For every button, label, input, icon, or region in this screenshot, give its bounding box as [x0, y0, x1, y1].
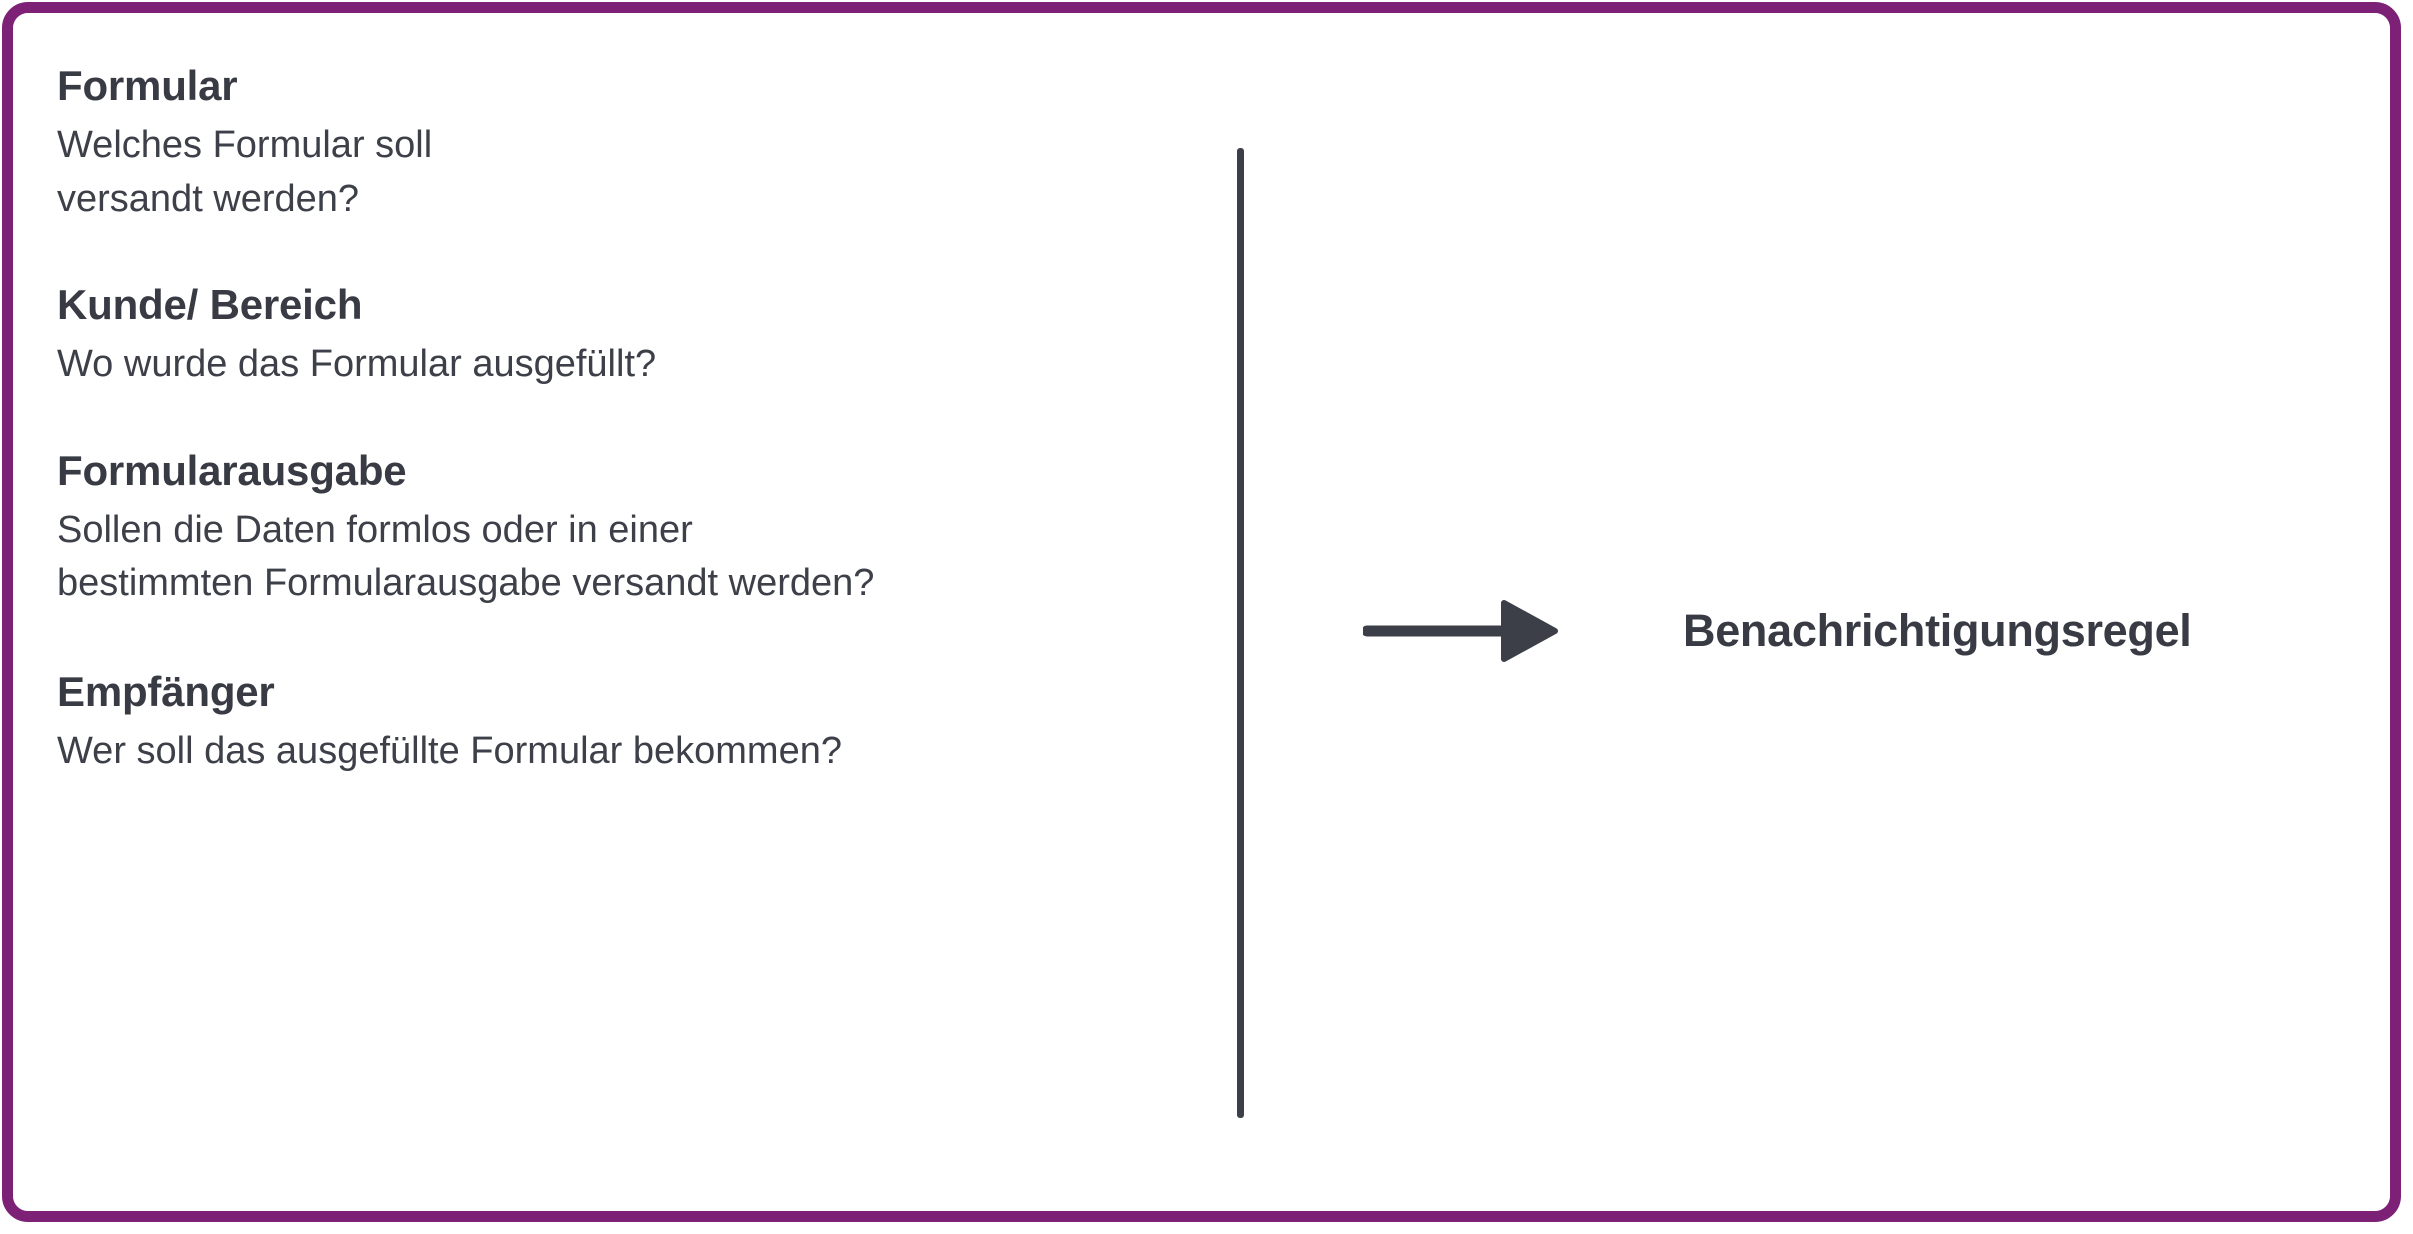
block-description-line: bestimmten Formularausgabe versandt werd…: [57, 562, 875, 605]
question-block: Formular Welches Formular soll versandt …: [57, 61, 1197, 226]
block-description: Sollen die Daten formlos oder in einer b…: [57, 504, 1197, 612]
result-label: Benachrichtigungsregel: [1683, 605, 2192, 657]
block-title: Empfänger: [57, 668, 275, 716]
block-title: Formular: [57, 62, 238, 109]
block-description: Welches Formular soll versandt werden?: [57, 119, 1197, 227]
question-block: Formularausgabe Sollen die Daten formlos…: [57, 446, 1197, 611]
block-title: Kunde/ Bereich: [57, 281, 363, 329]
block-description: Wo wurde das Formular ausgefüllt?: [57, 338, 1197, 392]
block-description: Wer soll das ausgefüllte Formular bekomm…: [57, 725, 1197, 779]
question-block: Kunde/ Bereich Wo wurde das Formular aus…: [57, 280, 1197, 392]
block-description-line: Sollen die Daten formlos oder in einer: [57, 508, 693, 551]
vertical-divider: [1237, 148, 1244, 1118]
arrow-right-icon: [1363, 600, 1558, 662]
block-title: Formularausgabe: [57, 446, 407, 494]
block-description-line: Welches Formular soll: [57, 123, 433, 166]
block-description-line: versandt werden?: [57, 177, 360, 220]
block-description-line: Wo wurde das Formular ausgefüllt?: [57, 343, 657, 385]
result-column: Benachrichtigungsregel: [1363, 591, 2192, 671]
question-block: Empfänger Wer soll das ausgefüllte Formu…: [57, 667, 1197, 779]
card-content-area: Formular Welches Formular soll versandt …: [13, 13, 2390, 1211]
block-description-line: Wer soll das ausgefüllte Formular bekomm…: [57, 729, 842, 772]
question-blocks-column: Formular Welches Formular soll versandt …: [57, 61, 1197, 801]
